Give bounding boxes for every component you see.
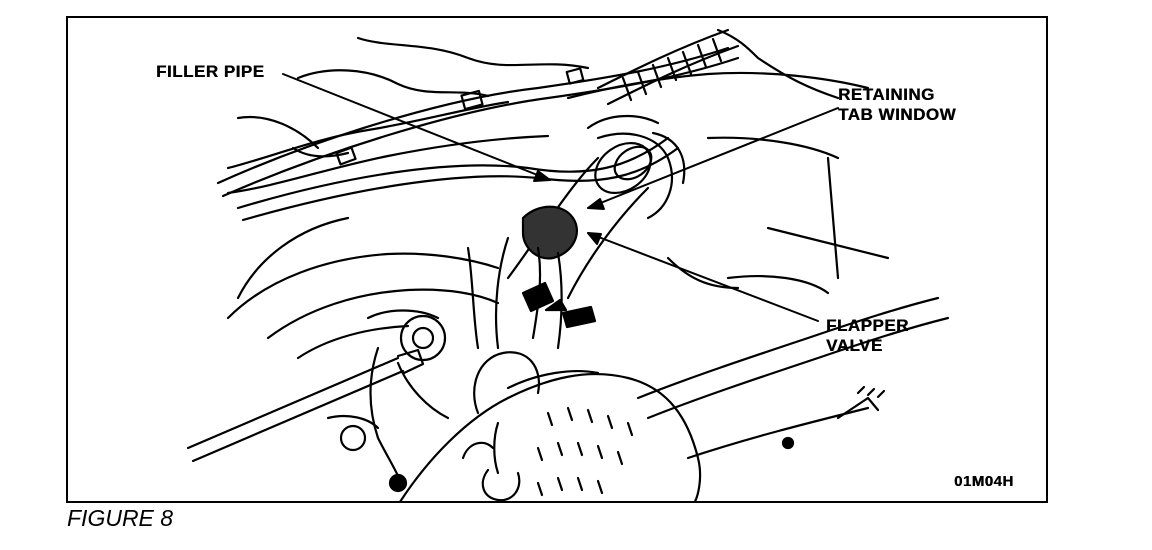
vent-hose-spring — [596, 28, 840, 106]
figure-caption: FIGURE 8 — [67, 505, 174, 531]
filler-pipe-label-text: FILLER PIPE — [156, 62, 265, 81]
retaining-tab-window-label: RETAINING TAB WINDOW — [838, 85, 956, 125]
retaining-tab-label-line2: TAB WINDOW — [838, 105, 956, 124]
flapper-valve-area — [466, 205, 597, 350]
filler-pipe-label: FILLER PIPE — [156, 62, 264, 82]
fuel-filler-illustration — [186, 28, 950, 501]
flapper-valve-label: FLAPPER VALVE — [826, 316, 909, 356]
tool-shaft — [186, 348, 425, 463]
callout-leader-lines — [282, 73, 839, 322]
figure-code: 01M04H — [954, 473, 1014, 490]
flapper-valve-label-line2: VALVE — [826, 336, 883, 355]
flapper-valve-label-line1: FLAPPER — [826, 316, 909, 335]
wheel-arc — [226, 216, 500, 360]
lower-right-components — [636, 256, 950, 460]
retaining-tab-label-line1: RETAINING — [838, 85, 935, 104]
fuel-lines — [216, 46, 740, 222]
lower-hardware — [326, 309, 450, 493]
technician-hand — [399, 351, 702, 501]
figure-frame: FILLER PIPE RETAINING TAB WINDOW FLAPPER… — [66, 16, 1048, 503]
